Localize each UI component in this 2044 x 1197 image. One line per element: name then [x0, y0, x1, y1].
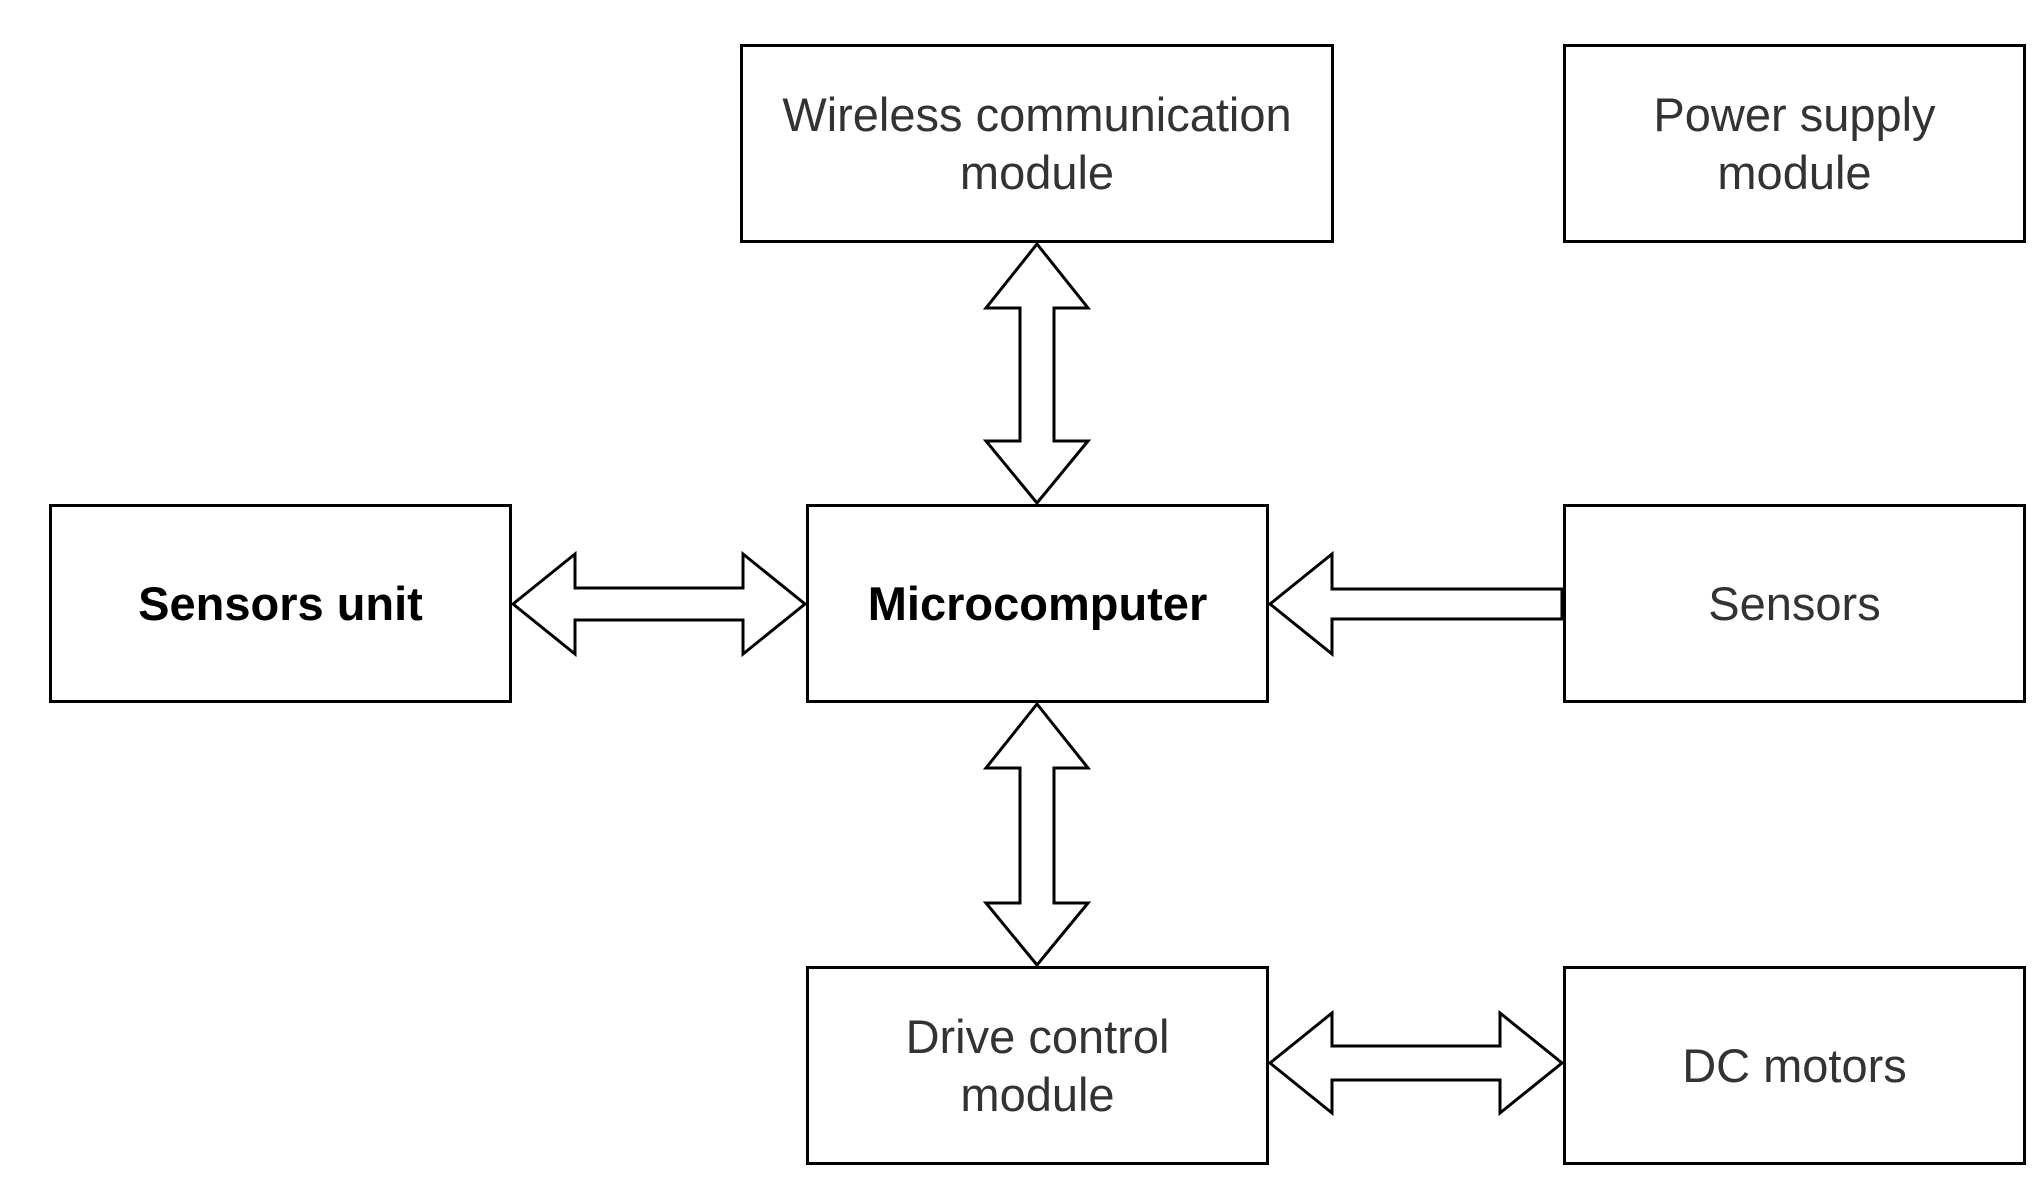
wireless-communication-module-box: Wireless communication module: [740, 44, 1334, 243]
dc-motors-label: DC motors: [1682, 1038, 1907, 1092]
microcomputer-box: Microcomputer: [806, 504, 1269, 703]
sensors-unit-box: Sensors unit: [49, 504, 512, 703]
arrow-sensorsunit-microcomputer: [510, 550, 808, 658]
sensors-box: Sensors: [1563, 504, 2026, 703]
arrow-wireless-microcomputer: [982, 241, 1092, 506]
arrow-microcomputer-drive: [982, 701, 1092, 968]
sensors-label: Sensors: [1708, 576, 1881, 630]
dc-motors-box: DC motors: [1563, 966, 2026, 1165]
wireless-communication-module-label: Wireless communication module: [782, 87, 1292, 199]
sensors-unit-label: Sensors unit: [138, 576, 423, 630]
power-supply-module-label: Power supply module: [1653, 87, 1936, 199]
arrow-drive-dcmotors: [1267, 1009, 1565, 1117]
drive-control-module-box: Drive control module: [806, 966, 1269, 1165]
power-supply-module-box: Power supply module: [1563, 44, 2026, 243]
arrow-sensors-microcomputer: [1267, 550, 1564, 658]
microcomputer-label: Microcomputer: [867, 576, 1208, 630]
drive-control-module-label: Drive control module: [905, 1009, 1170, 1121]
